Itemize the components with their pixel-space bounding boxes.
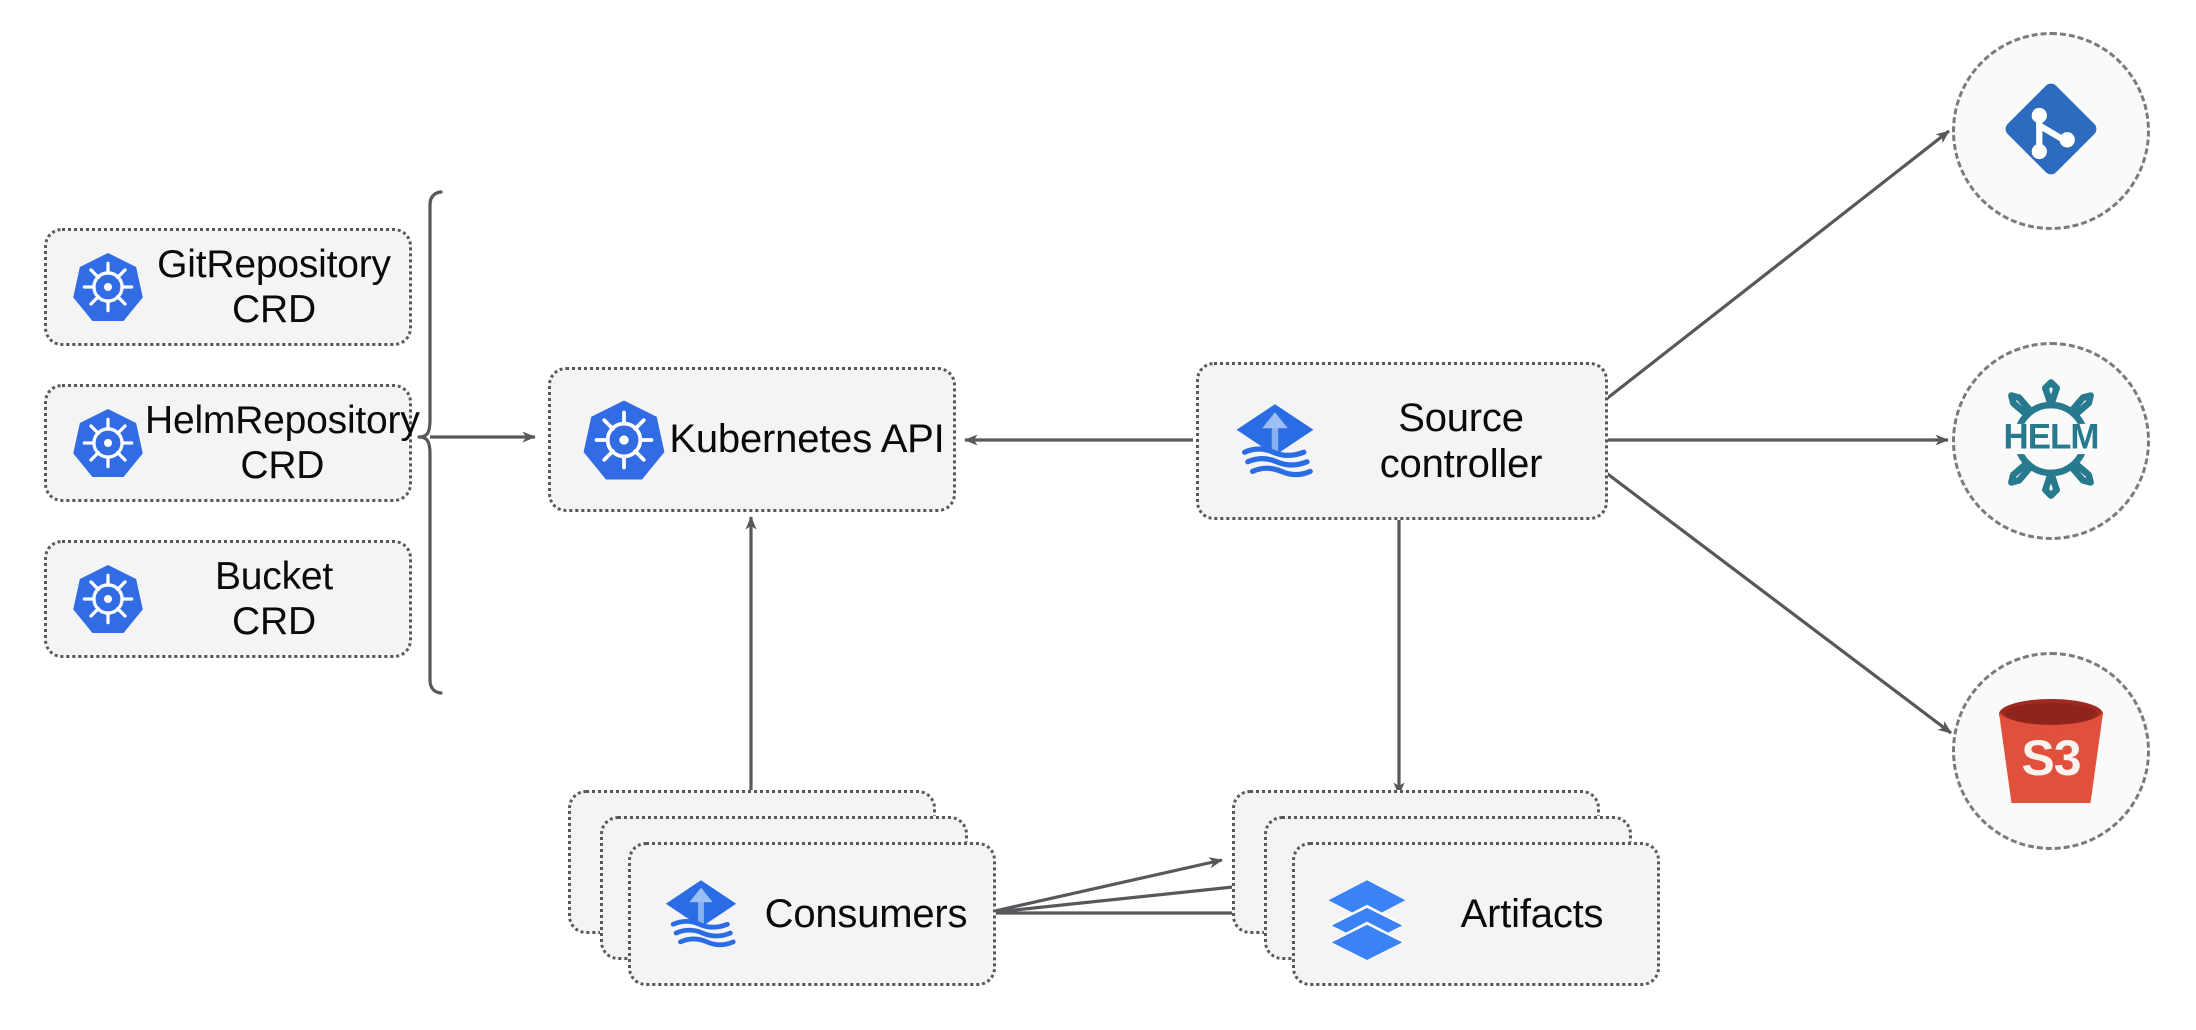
external-git[interactable]	[1952, 32, 2150, 230]
node-artifacts[interactable]: Artifacts	[1292, 842, 1660, 986]
node-label: Artifacts	[1460, 891, 1604, 936]
s3-label: S3	[2021, 730, 2081, 786]
s3-bucket-icon: S3	[1993, 699, 2109, 803]
arrow-consumers-to-artifacts-back	[985, 857, 1223, 915]
external-s3[interactable]: S3	[1952, 652, 2150, 850]
kubernetes-icon	[71, 562, 145, 636]
node-kubernetes-api[interactable]: Kubernetes API	[548, 367, 956, 512]
git-icon	[1997, 75, 2105, 188]
arrow-source-controller-to-s3	[1604, 470, 1952, 735]
arrow-source-controller-to-git	[1604, 129, 1950, 402]
kubernetes-icon	[581, 397, 667, 483]
helm-icon: HELM	[1985, 373, 2117, 510]
flux-source-controller-icon	[657, 870, 745, 958]
s3-bucket-rim-inner	[2005, 703, 2097, 724]
arrow-consumers-to-artifacts-middle	[985, 880, 1253, 915]
helm-label: HELM	[2003, 417, 2098, 456]
node-consumers[interactable]: Consumers	[628, 842, 996, 986]
node-label: Kubernetes API	[669, 417, 945, 462]
kubernetes-icon	[71, 250, 145, 324]
node-label: Consumers	[764, 891, 968, 936]
flux-source-controller-icon	[1227, 393, 1323, 489]
kubernetes-icon	[71, 406, 145, 480]
artifact-layers-icon	[1321, 868, 1413, 960]
external-helm[interactable]: HELM	[1952, 342, 2150, 540]
